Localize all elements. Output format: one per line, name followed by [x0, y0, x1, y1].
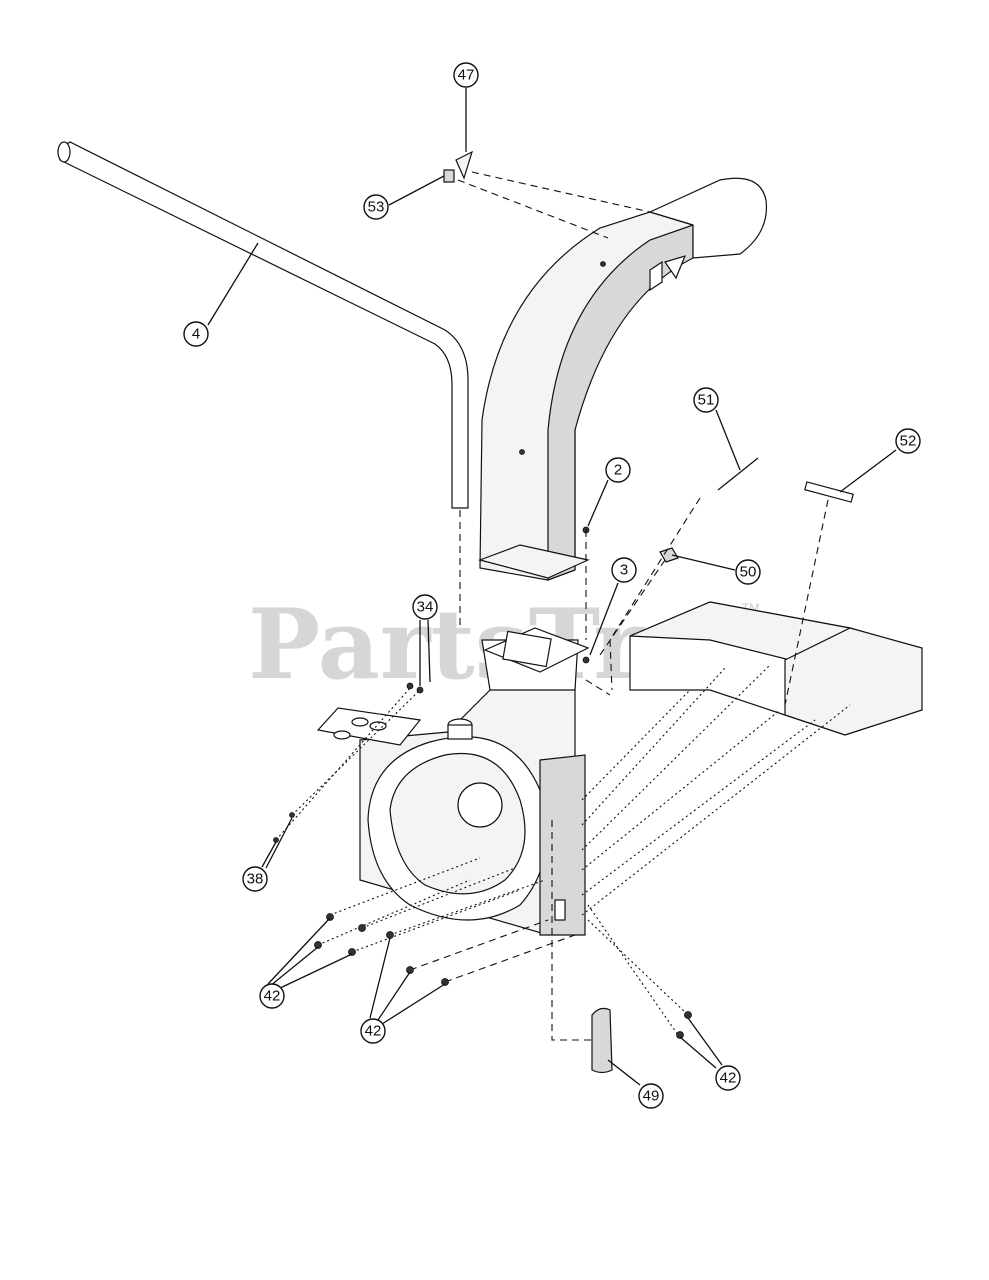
- frame-tray: [629, 481, 923, 736]
- svg-text:47: 47: [458, 67, 475, 84]
- svg-text:2: 2: [614, 462, 622, 479]
- callout-52: 52: [895, 428, 921, 454]
- deflector-47: [455, 150, 473, 180]
- svg-text:38: 38: [247, 871, 264, 888]
- callout-3: 3: [611, 557, 637, 583]
- clip-50: [659, 547, 679, 563]
- callout-47: 47: [453, 62, 479, 88]
- handle-rod: [57, 141, 469, 509]
- svg-text:42: 42: [720, 1070, 737, 1087]
- svg-text:34: 34: [417, 599, 434, 616]
- cable-51: [717, 457, 759, 491]
- callout-51: 51: [693, 387, 719, 413]
- svg-text:51: 51: [698, 392, 715, 409]
- callout-42-center: 42: [360, 1018, 386, 1044]
- svg-text:4: 4: [192, 326, 200, 343]
- decal-49: [591, 1007, 613, 1074]
- callout-49: 49: [638, 1083, 664, 1109]
- svg-text:52: 52: [900, 433, 917, 450]
- callout-2: 2: [605, 457, 631, 483]
- blower-housing: [316, 627, 590, 936]
- callout-53: 53: [363, 194, 389, 220]
- discharge-chute: [478, 177, 768, 581]
- svg-text:53: 53: [368, 199, 385, 216]
- svg-text:49: 49: [643, 1088, 660, 1105]
- plate-53: [443, 169, 455, 183]
- callout-42-left: 42: [259, 983, 285, 1009]
- svg-text:50: 50: [740, 564, 757, 581]
- callout-4: 4: [183, 321, 209, 347]
- callout-42-right: 42: [715, 1065, 741, 1091]
- svg-text:42: 42: [264, 988, 281, 1005]
- svg-text:3: 3: [620, 562, 628, 579]
- callout-38: 38: [242, 866, 268, 892]
- svg-text:42: 42: [365, 1023, 382, 1040]
- callout-34: 34: [412, 594, 438, 620]
- callout-50: 50: [735, 559, 761, 585]
- nut-3: [582, 656, 590, 664]
